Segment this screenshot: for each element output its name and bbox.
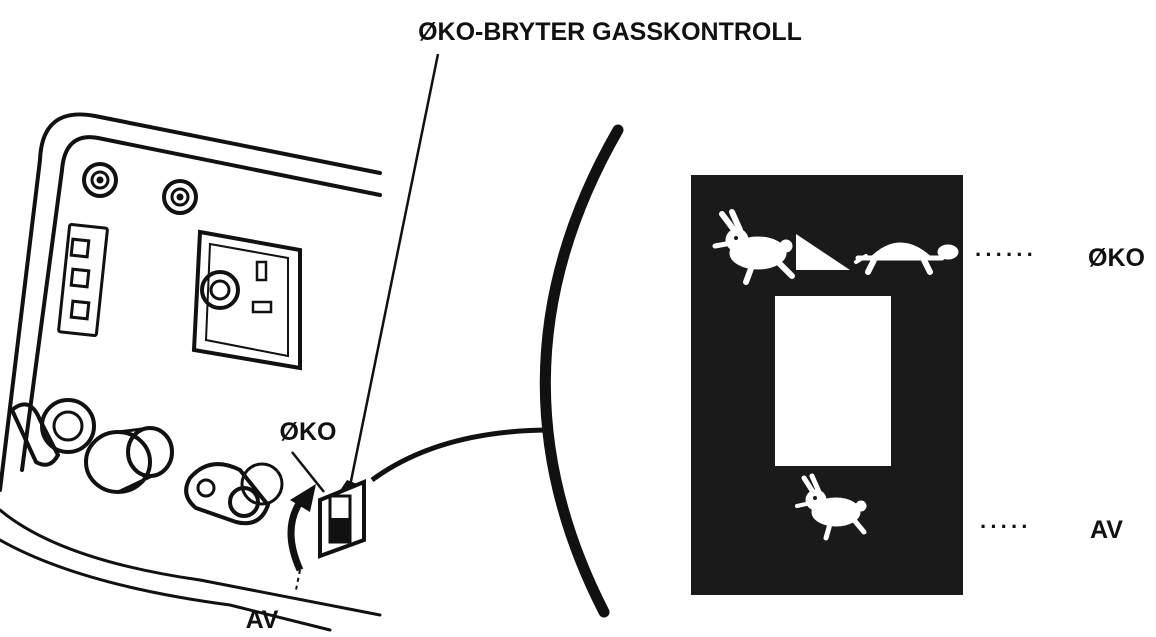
switch-eco-leader [291,451,325,493]
callout-off-leader: ····· [980,514,1032,539]
title-label: ØKO-BRYTER GASSKONTROLL [418,18,802,46]
terminal-knob-right [162,179,198,215]
terminal-knob-left [82,162,118,198]
rabbit-icon-off [795,473,867,541]
switch-off-label: AV [246,606,279,634]
ramp-icon [796,234,850,270]
indicator-light-strip [57,223,109,337]
rocker-switch-window [775,296,891,466]
turtle-icon [854,242,959,275]
callout-eco-leader: ······ [975,242,1037,267]
callout-off-label: AV [1090,516,1123,544]
callout-eco-label: ØKO [1088,244,1145,272]
zoom-connector-line [370,427,553,483]
rotation-arrow-icon [287,484,316,591]
title-leader-line [348,53,440,487]
socket-panel [191,229,302,371]
eco-rocker-switch [318,479,366,559]
choke-lever [9,398,96,467]
switch-eco-label: ØKO [280,418,337,446]
generator-control-panel [0,112,382,632]
rabbit-icon [712,209,795,285]
fuel-lever [184,462,284,526]
fuel-valve-knob [84,426,174,494]
magnifier-bracket [539,124,624,618]
